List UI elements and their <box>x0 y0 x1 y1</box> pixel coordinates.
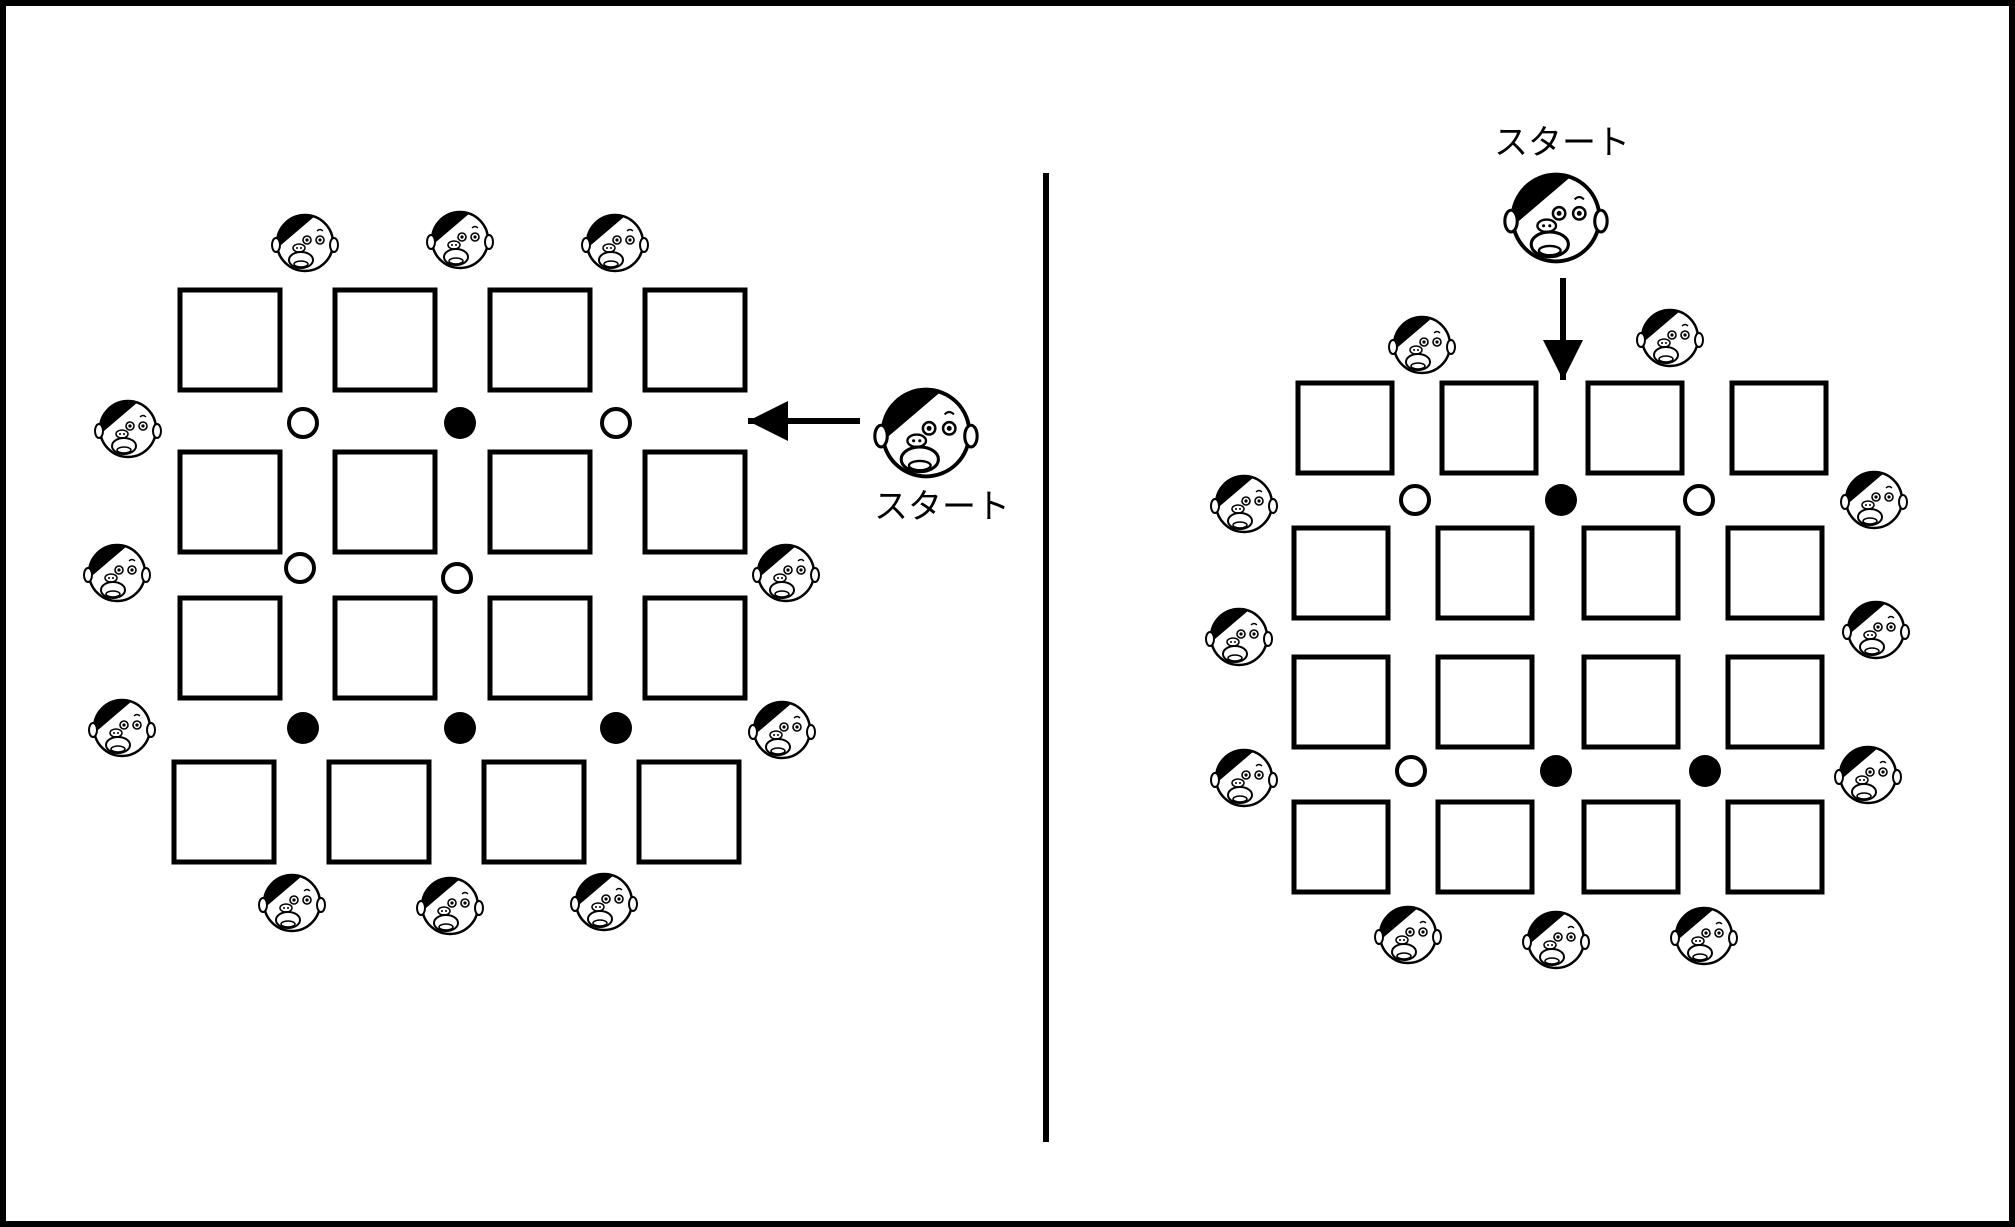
seat-square-r1-c2 <box>335 290 435 390</box>
filled-circle-icon <box>600 712 632 744</box>
outer-frame <box>3 3 2012 1224</box>
seat-square-r3-c3 <box>490 598 590 698</box>
seat-square-r3-c4 <box>1728 657 1822 747</box>
seat-square-r4-c2 <box>1438 802 1532 892</box>
seat-square-r2-c1 <box>180 452 280 552</box>
open-circle-icon <box>286 554 314 582</box>
seat-square-r3-c1 <box>1294 657 1388 747</box>
open-circle-icon <box>443 564 471 592</box>
seat-square-r3-c4 <box>645 598 745 698</box>
seat-square-r2-c1 <box>1294 528 1388 618</box>
filled-circle-icon <box>444 407 476 439</box>
seat-square-r1-c2 <box>1442 383 1536 473</box>
seat-square-r4-c1 <box>1294 802 1388 892</box>
filled-circle-icon <box>1540 755 1572 787</box>
filled-circle-icon <box>1545 484 1577 516</box>
open-circle-icon <box>1401 486 1429 514</box>
left-start-label: スタート <box>874 487 1010 527</box>
seat-square-r4-c4 <box>639 762 739 862</box>
seat-square-r2-c4 <box>645 452 745 552</box>
seat-square-r2-c3 <box>1584 528 1678 618</box>
seat-square-r3-c3 <box>1584 657 1678 747</box>
seat-square-r2-c2 <box>1438 528 1532 618</box>
filled-circle-icon <box>287 712 319 744</box>
seat-square-r4-c4 <box>1728 802 1822 892</box>
seat-square-r1-c1 <box>1298 383 1392 473</box>
open-circle-icon <box>289 409 317 437</box>
seat-square-r4-c1 <box>174 762 274 862</box>
seat-square-r4-c2 <box>329 762 429 862</box>
seat-square-r1-c3 <box>490 290 590 390</box>
seat-square-r2-c2 <box>335 452 435 552</box>
right-start-label: スタート <box>1494 123 1630 163</box>
seat-square-r1-c3 <box>1588 383 1682 473</box>
seat-square-r3-c2 <box>335 598 435 698</box>
seat-square-r3-c2 <box>1438 657 1532 747</box>
open-circle-icon <box>602 409 630 437</box>
seat-square-r4-c3 <box>1584 802 1678 892</box>
seat-square-r2-c4 <box>1728 528 1822 618</box>
seat-square-r4-c3 <box>484 762 584 862</box>
seat-square-r1-c4 <box>645 290 745 390</box>
seat-square-r2-c3 <box>490 452 590 552</box>
seat-square-r1-c4 <box>1732 383 1826 473</box>
filled-circle-icon <box>1689 755 1721 787</box>
filled-circle-icon <box>444 712 476 744</box>
open-circle-icon <box>1397 757 1425 785</box>
seat-square-r1-c1 <box>180 290 280 390</box>
open-circle-icon <box>1685 486 1713 514</box>
seat-square-r3-c1 <box>180 598 280 698</box>
